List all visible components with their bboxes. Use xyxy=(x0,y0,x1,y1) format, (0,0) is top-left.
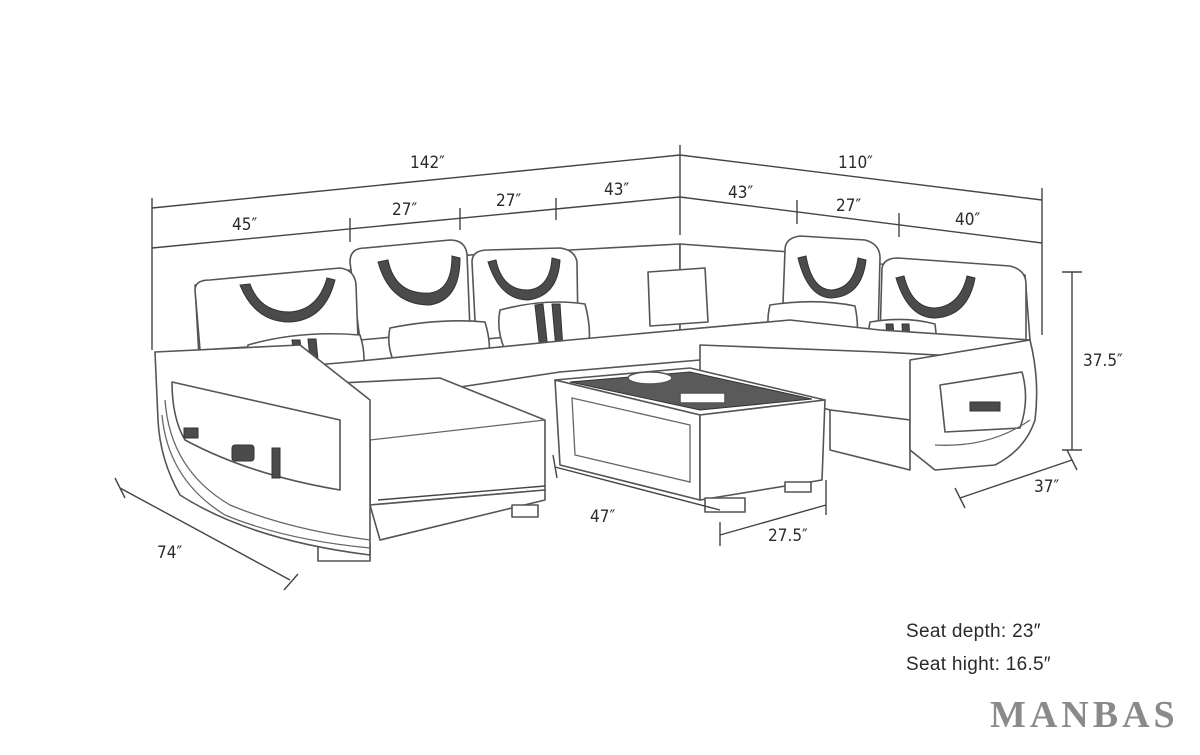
tick-74-b xyxy=(283,573,299,591)
chaise-edge xyxy=(369,419,546,441)
tick-74-a xyxy=(114,477,126,499)
dim-line-37 xyxy=(959,459,1073,499)
table-front-inset xyxy=(571,397,691,483)
headrest-left-stripe xyxy=(239,277,336,323)
label-27b: 27″ xyxy=(496,191,521,211)
shelf-item-icon xyxy=(183,427,199,439)
dim-line-segments-right xyxy=(679,196,1043,244)
headrest-left xyxy=(194,267,359,351)
label-43a: 43″ xyxy=(604,180,629,200)
pillow-corner xyxy=(647,267,709,327)
dimension-lines xyxy=(114,145,1082,591)
label-37-5: 37.5″ xyxy=(1083,351,1123,371)
label-47: 47″ xyxy=(590,507,615,527)
label-27-5: 27.5″ xyxy=(768,526,808,546)
chaise-stripe xyxy=(377,485,546,501)
dim-line-segments-left xyxy=(151,196,681,249)
tick-37-b xyxy=(1066,449,1078,471)
label-27a: 27″ xyxy=(392,200,417,220)
book-icon xyxy=(969,401,1001,412)
chaise-foot-2 xyxy=(511,504,539,518)
left-arm-shelf xyxy=(171,381,341,491)
label-43b: 43″ xyxy=(728,183,753,203)
table-foot-1 xyxy=(704,497,746,513)
label-74: 74″ xyxy=(157,543,182,563)
table-foot-2 xyxy=(784,481,812,493)
seat-height-note: Seat hight: 16.5″ xyxy=(906,654,1051,675)
dim-line-142 xyxy=(151,154,681,209)
tick-37-a xyxy=(954,487,966,509)
dimension-labels: 142″ 45″ 27″ 27″ 43″ 110″ 43″ 27″ 40″ 37… xyxy=(157,153,1123,563)
seat-right-base xyxy=(829,409,911,471)
label-110: 110″ xyxy=(838,153,873,173)
left-arm-stripe-1 xyxy=(164,399,371,541)
headrest-3-stripe xyxy=(797,255,867,299)
headrest-2-stripe xyxy=(487,257,561,301)
left-arm-stripe-2 xyxy=(161,414,371,549)
camera-icon xyxy=(231,444,255,462)
right-arm-stripe xyxy=(934,419,1031,446)
seat-depth-note: Seat depth: 23″ xyxy=(906,621,1041,642)
headrest-right-stripe xyxy=(895,275,976,319)
label-40: 40″ xyxy=(955,210,980,230)
table-side xyxy=(699,399,826,501)
bottle-icon xyxy=(271,447,281,479)
dim-line-74 xyxy=(119,487,291,581)
label-37: 37″ xyxy=(1034,477,1059,497)
label-142: 142″ xyxy=(410,153,445,173)
brand-logo: MANBAS xyxy=(990,694,1179,736)
dim-line-27-5 xyxy=(719,504,827,536)
dim-line-47 xyxy=(554,466,721,511)
label-27c: 27″ xyxy=(836,196,861,216)
label-45: 45″ xyxy=(232,215,257,235)
dim-line-110 xyxy=(679,154,1043,201)
headrest-1-stripe xyxy=(377,255,461,306)
sofa-sketch xyxy=(154,235,1038,562)
tick-47-a xyxy=(552,454,558,479)
table-books xyxy=(679,392,726,404)
table-bowl xyxy=(627,371,673,385)
